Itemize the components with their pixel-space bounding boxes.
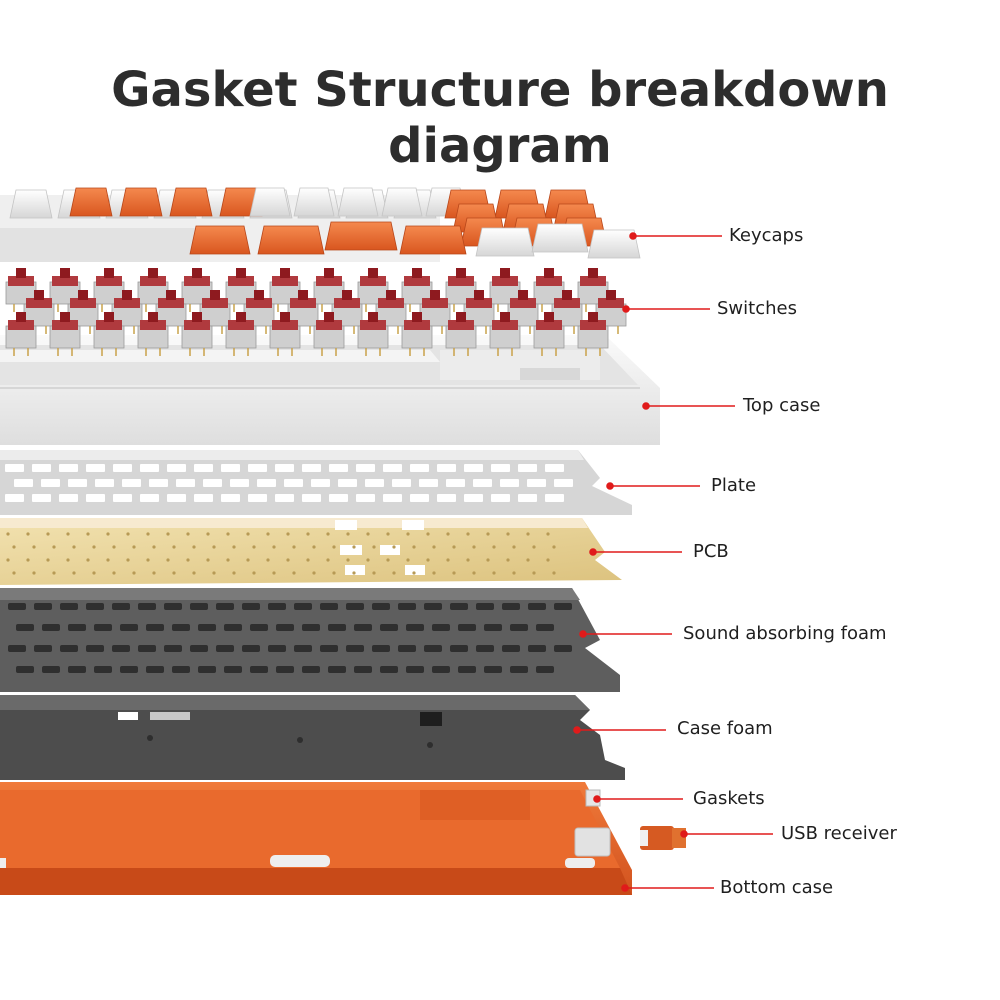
label-plate: Plate xyxy=(711,475,757,496)
bottom-case-layer xyxy=(0,782,632,895)
case-foam-layer xyxy=(0,695,625,780)
label-top-case: Top case xyxy=(743,395,821,416)
plate-layer xyxy=(0,450,632,515)
label-keycaps: Keycaps xyxy=(729,225,804,246)
label-pcb: PCB xyxy=(693,541,729,562)
sound-foam-layer xyxy=(0,588,620,692)
switches-layer xyxy=(5,268,627,356)
label-switches: Switches xyxy=(717,298,797,319)
leader-lines xyxy=(573,232,773,892)
usb-receiver-part xyxy=(640,826,686,850)
diagram-title: Gasket Structure breakdown diagram xyxy=(111,62,889,174)
label-gaskets: Gaskets xyxy=(693,788,765,809)
top-case-layer xyxy=(0,335,660,445)
label-usb-receiver: USB receiver xyxy=(781,823,897,844)
label-case-foam: Case foam xyxy=(677,718,773,739)
keycaps-layer xyxy=(0,187,641,262)
pcb-layer xyxy=(0,518,622,585)
label-sound-absorbing-foam: Sound absorbing foam xyxy=(683,623,887,644)
label-bottom-case: Bottom case xyxy=(720,877,834,898)
